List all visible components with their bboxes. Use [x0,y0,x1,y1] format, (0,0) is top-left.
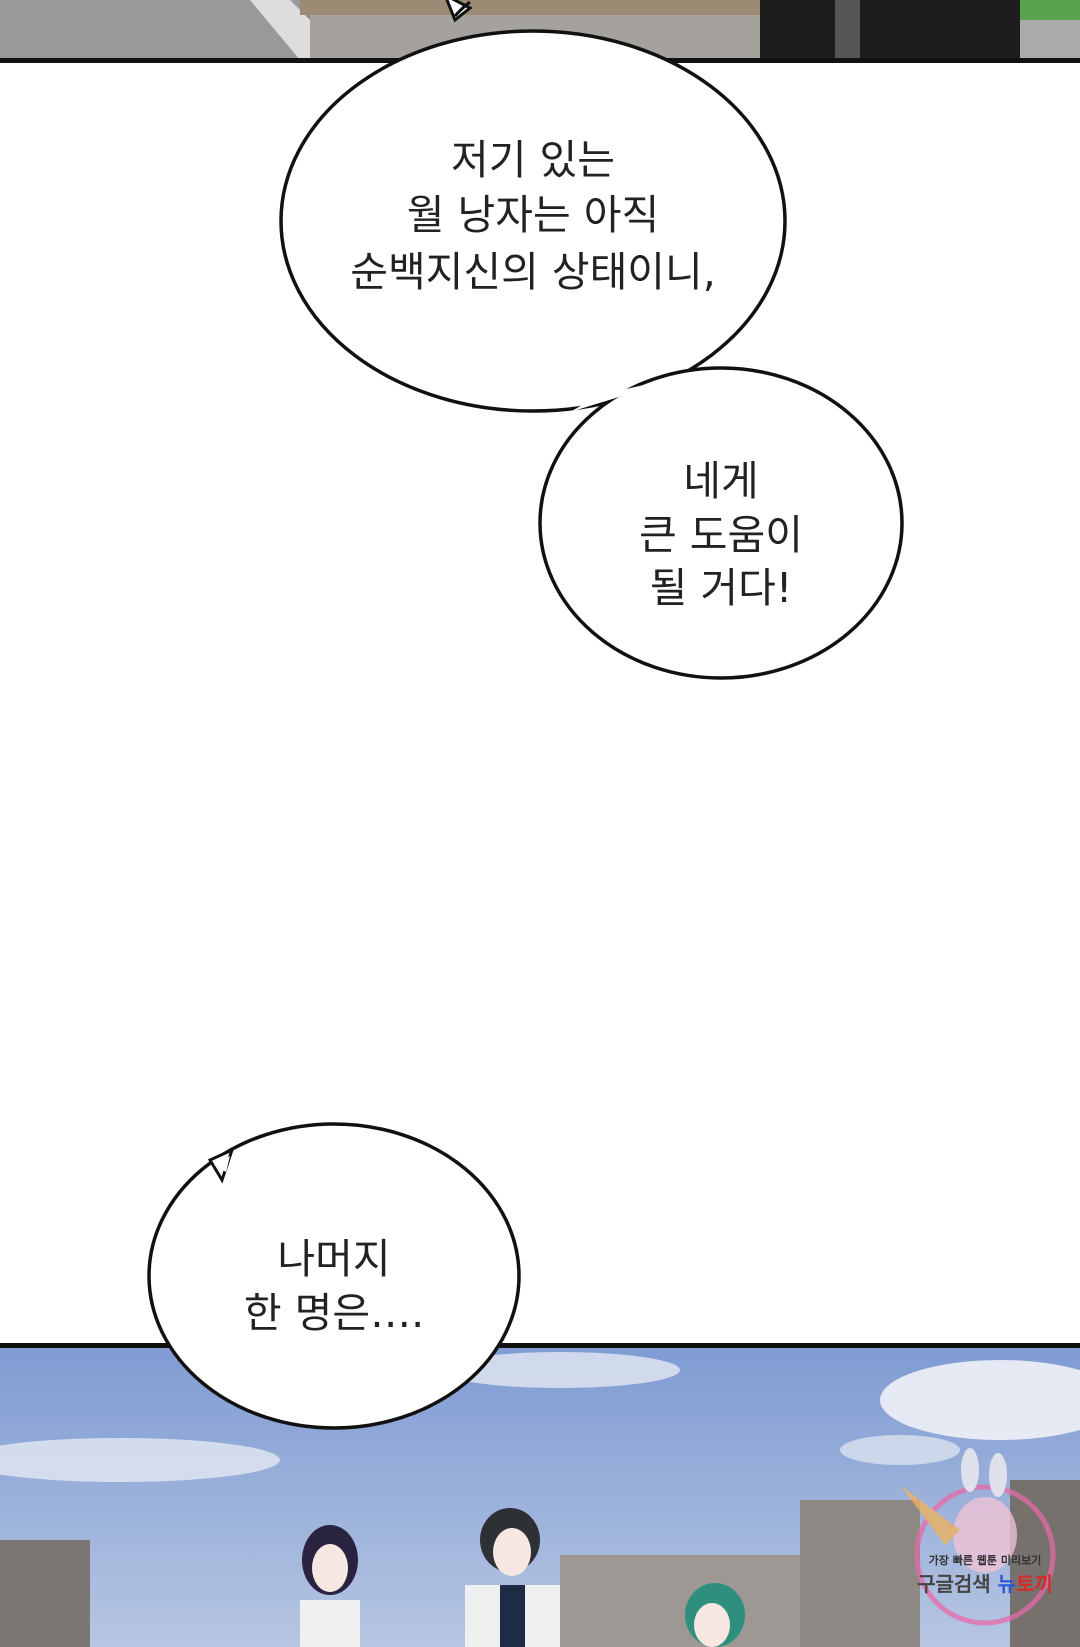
watermark-search: 구글검색 [917,1572,991,1596]
bubble-1-text: 저기 있는 월 낭자는 아직 순백지신의 상태이니, [283,140,783,300]
bubble-line: 될 거다! [649,564,793,612]
bubble-line: 큰 도움이 [639,511,803,559]
bubble-line: 순백지신의 상태이니, [350,248,716,296]
speech-bubble-1 [279,0,787,413]
speech-bubble-3 [147,1122,521,1430]
bubble-line: 월 낭자는 아직 [406,191,660,239]
watermark-brand-a: 뉴 [997,1572,1017,1596]
watermark-brand: 구글검색 뉴토끼 [900,1568,1070,1597]
watermark-brand-b: 토끼 [1016,1572,1053,1596]
watermark-logo [900,1448,1056,1626]
bubble-2-text: 네게 큰 도움이 될 거다! [571,461,871,621]
bubble-line: 저기 있는 [451,136,615,184]
bubble-line: 네게 [683,457,759,505]
bubble-line: 한 명은…. [243,1289,425,1337]
watermark-tagline: 가장 빠른 웹툰 미리보기 [928,1554,1042,1567]
top-panel [0,0,1080,63]
watermark: 가장 빠른 웹툰 미리보기 구글검색 뉴토끼 [900,1450,1070,1640]
bottom-panel [0,1343,1080,1647]
bubble-line: 나머지 [277,1235,391,1283]
speech-bubble-2 [538,366,904,680]
bubble-3-text: 나머지 한 명은…. [184,1239,484,1349]
